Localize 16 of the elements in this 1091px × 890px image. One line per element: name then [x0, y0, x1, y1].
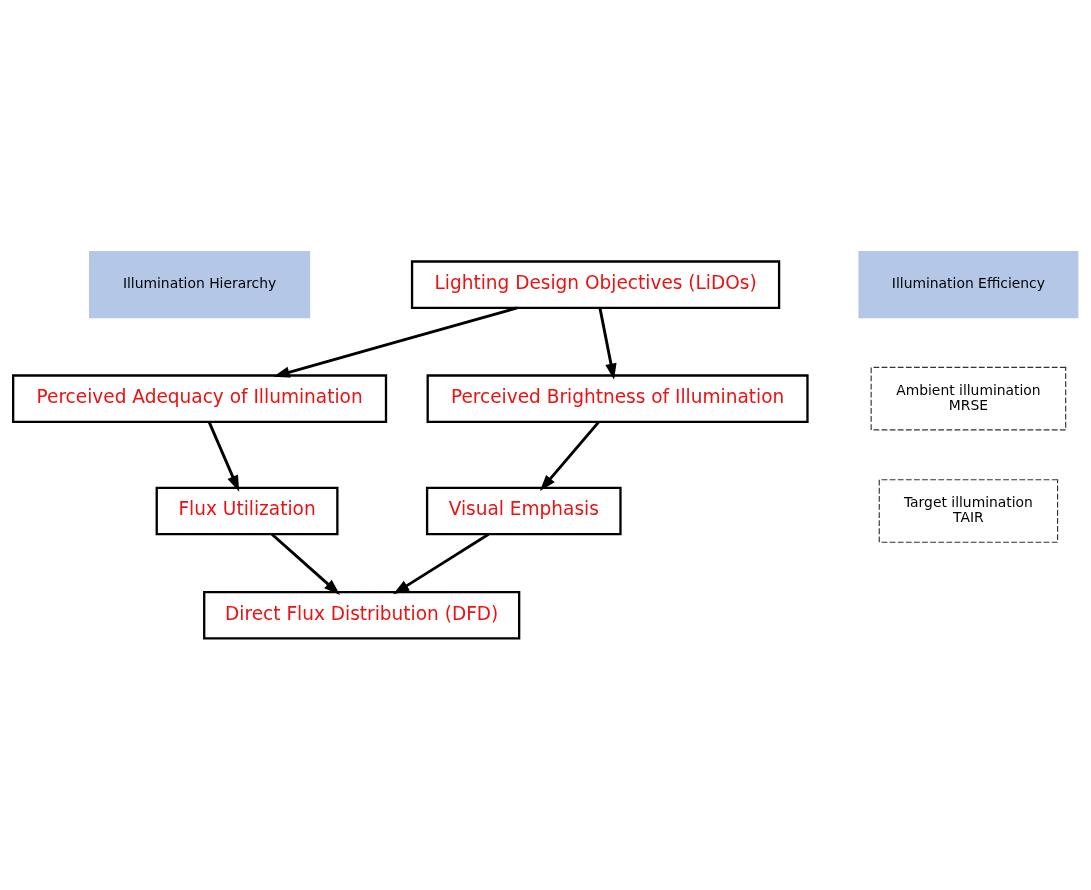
node-box: Illumination Efficiency [858, 251, 1079, 319]
arrow [539, 421, 600, 491]
node-box: Ambient illumination MRSE [870, 366, 1067, 431]
arrow [598, 307, 617, 380]
node-box: Perceived Adequacy of Illumination [12, 374, 388, 423]
arrow [273, 306, 518, 378]
arrow [270, 533, 341, 595]
node-box: Illumination Hierarchy [89, 251, 311, 319]
node-box: Perceived Brightness of Illumination [426, 374, 809, 423]
node-box: Lighting Design Objectives (LiDOs) [410, 260, 781, 309]
arrow [393, 533, 490, 595]
arrow [207, 421, 240, 492]
node-box: Direct Flux Distribution (DFD) [203, 590, 521, 640]
node-box: Visual Emphasis [425, 486, 622, 536]
node-box: Target illumination TAIR [878, 479, 1059, 543]
node-box: Flux Utilization [155, 486, 339, 536]
